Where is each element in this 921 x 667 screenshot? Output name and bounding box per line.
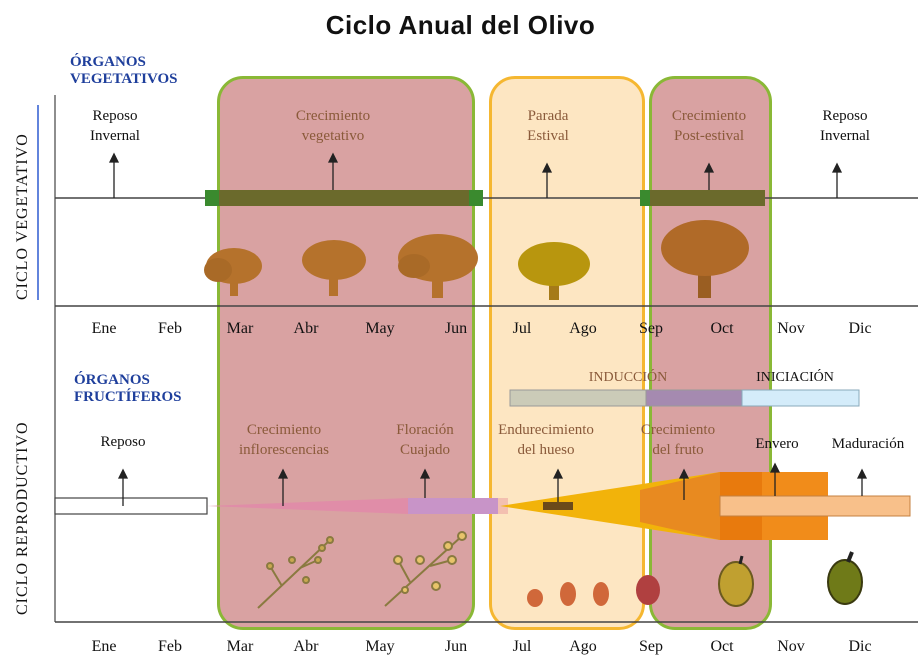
tree-icon [204, 248, 262, 296]
stage-line: del fruto [652, 442, 704, 458]
stage-line: Crecimiento [640, 422, 716, 438]
olive-fruit-icon [718, 561, 754, 607]
month-label: Ene [91, 638, 117, 655]
fruit-organs-line2: FRUCTÍFEROS [74, 389, 182, 405]
vegetative-organs-label: ÓRGANOS VEGETATIVOS [70, 54, 178, 88]
summer-stop-box [489, 76, 645, 630]
stage-inflorescence-growth: Crecimiento inflorescencias [222, 420, 346, 460]
month-label: Jun [444, 638, 468, 655]
olive-fruit-icon [527, 589, 543, 607]
stage-line: Crecimiento [295, 108, 371, 124]
stage-summer-stop: Parada Estival [506, 106, 590, 146]
stage-line: Crecimiento [246, 422, 322, 438]
flower-branch-icon [257, 536, 334, 609]
month-label: Sep [639, 320, 663, 337]
month-label: Abr [293, 320, 319, 337]
stage-maturation: Maduración [818, 434, 918, 454]
month-label: Dic [848, 320, 872, 337]
month-label: Mar [226, 638, 254, 655]
month-label: Dic [848, 638, 872, 655]
tree-icon [398, 234, 478, 298]
stage-winter-rest-1: Reposo Invernal [72, 106, 158, 146]
stage-line: Parada [527, 108, 569, 124]
month-label: Abr [293, 638, 319, 655]
stage-fruit-growth: Crecimiento del fruto [626, 420, 730, 460]
reproductive-cycle-axis-label: CICLO REPRODUCTIVO [14, 421, 31, 615]
stage-post-summer-growth: Crecimiento Post-estival [650, 106, 768, 146]
olive-fruit-icon [636, 575, 660, 605]
stage-line: Envero [755, 436, 799, 452]
month-label: Ago [569, 320, 597, 337]
diagram-title: Ciclo Anual del Olivo [325, 10, 596, 40]
stage-line: inflorescencias [239, 442, 329, 458]
month-label: Ene [91, 320, 117, 337]
olive-fruit-icon [827, 559, 863, 605]
tree-icon [302, 240, 366, 296]
stage-line: vegetativo [301, 128, 365, 144]
month-label: Oct [710, 320, 734, 337]
stage-line: Invernal [820, 128, 870, 144]
month-label: Nov [777, 320, 805, 337]
stage-rest: Reposo [80, 432, 166, 452]
stage-pit-hardening: Endurecimiento del hueso [478, 420, 614, 460]
phase-induction: INDUCCIÓN [588, 370, 668, 385]
stage-line: Endurecimiento [498, 422, 594, 438]
month-label: Jun [444, 320, 468, 337]
month-label: Jul [512, 638, 532, 655]
stage-line: Reposo [100, 434, 146, 450]
month-label: Ago [569, 638, 597, 655]
month-label: Mar [226, 320, 254, 337]
stage-vegetative-growth: Crecimiento vegetativo [278, 106, 388, 146]
flower-branch-icon [384, 531, 467, 607]
stage-line: Reposo [822, 108, 868, 124]
month-label: Jul [512, 320, 532, 337]
tree-icon [661, 220, 749, 298]
stage-line: Cuajado [400, 442, 450, 458]
month-label: Feb [158, 638, 182, 655]
phase-initiation: INICIACIÓN [756, 370, 834, 385]
stage-line: Maduración [831, 436, 905, 452]
stage-line: Invernal [90, 128, 140, 144]
month-label: Oct [710, 638, 734, 655]
olive-fruit-icon [560, 582, 576, 606]
stage-line: Floración [396, 422, 454, 438]
month-label: Feb [158, 320, 182, 337]
stage-line: Post-estival [674, 128, 744, 144]
stage-winter-rest-2: Reposo Invernal [800, 106, 890, 146]
month-label: Sep [639, 638, 663, 655]
fruit-organs-line1: ÓRGANOS [74, 372, 150, 388]
month-label: May [365, 638, 395, 655]
vegetative-cycle-axis-label: CICLO VEGETATIVO [14, 133, 31, 300]
fruit-organs-label: ÓRGANOS FRUCTÍFEROS [74, 372, 182, 406]
tree-icon [518, 242, 590, 300]
vegetative-organs-line1: ÓRGANOS [70, 54, 146, 70]
vegetative-growth-box [217, 76, 475, 630]
stage-line: Estival [527, 128, 569, 144]
month-label: May [365, 320, 395, 337]
stage-flowering: Floración Cuajado [375, 420, 475, 460]
stage-line: Reposo [92, 108, 138, 124]
month-axis-bottom: Ene Feb Mar Abr May Jun Jul Ago Sep Oct Nov Dic [0, 638, 921, 662]
stage-line: del hueso [517, 442, 575, 458]
stage-veraison: Envero [742, 434, 812, 454]
vegetative-organs-line2: VEGETATIVOS [70, 71, 178, 87]
olive-fruit-icon [593, 582, 609, 606]
stage-line: Crecimiento [671, 108, 747, 124]
month-label: Nov [777, 638, 805, 655]
month-axis-top: Ene Feb Mar Abr May Jun Jul Ago Sep Oct Nov Dic [0, 320, 921, 344]
